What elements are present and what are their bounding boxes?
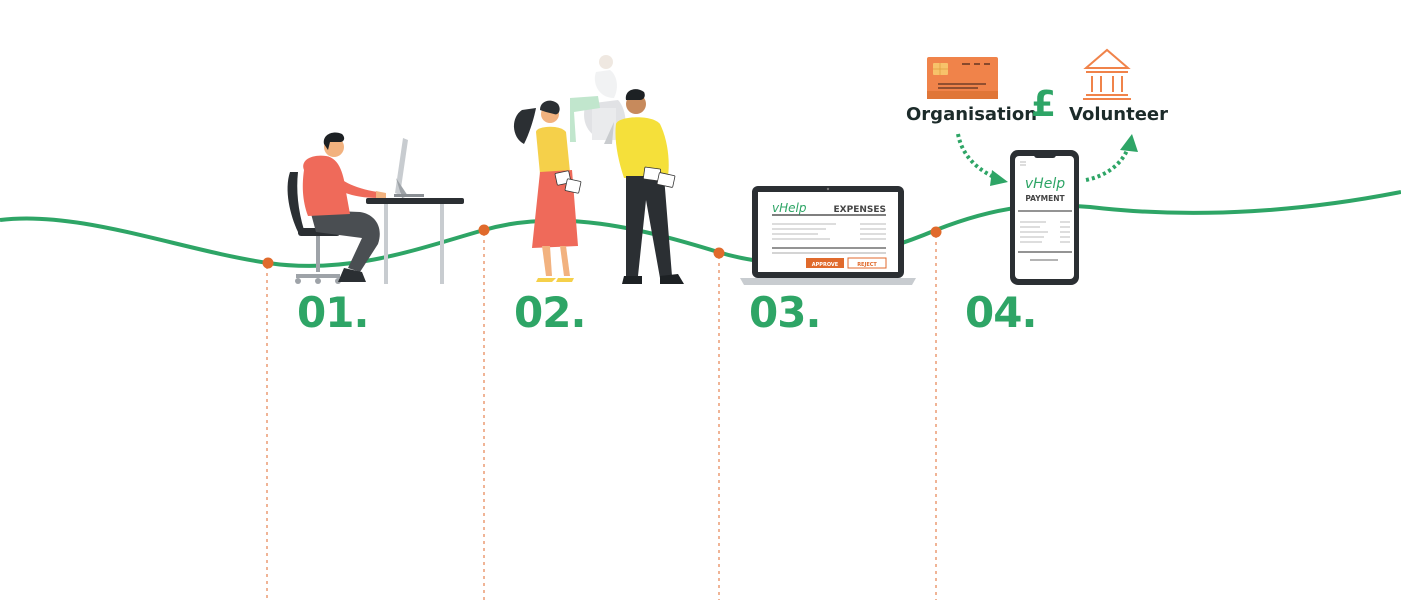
person-at-desk-illustration: [287, 132, 464, 284]
phone-title: PAYMENT: [1025, 194, 1065, 203]
step-number-3: 03.: [749, 288, 821, 337]
reject-label: REJECT: [857, 262, 877, 268]
organisation-label: Organisation: [906, 104, 1038, 125]
laptop-expenses-illustration: [740, 186, 916, 285]
phone-payment-illustration: [1010, 150, 1079, 285]
arrowhead-in: [990, 170, 1008, 186]
flow-arrow-in: [956, 133, 997, 180]
timeline-marker-2: [478, 224, 490, 236]
step-number-2: 02.: [514, 288, 586, 337]
step-number-1: 01.: [297, 288, 369, 337]
phone-brand: vHelp: [1025, 176, 1065, 192]
timeline-curve: [0, 190, 1401, 268]
timeline-marker-3: [713, 247, 725, 259]
timeline-marker-1: [262, 257, 274, 269]
approve-button: [806, 258, 844, 268]
team-illustration: [513, 55, 684, 284]
bank-icon: [1083, 48, 1131, 100]
laptop-brand: vHelp: [772, 201, 807, 215]
laptop-title: EXPENSES: [834, 205, 886, 215]
step-number-4: 04.: [965, 288, 1037, 337]
arrowhead-out: [1120, 134, 1138, 152]
approve-label: APPROVE: [812, 262, 839, 268]
flow-arrow-out: [1085, 147, 1130, 182]
reject-button: [847, 257, 887, 269]
timeline-marker-4: [930, 226, 942, 238]
volunteer-label: Volunteer: [1069, 104, 1169, 125]
card-icon: [927, 57, 998, 99]
currency-symbol: £: [1031, 84, 1057, 125]
